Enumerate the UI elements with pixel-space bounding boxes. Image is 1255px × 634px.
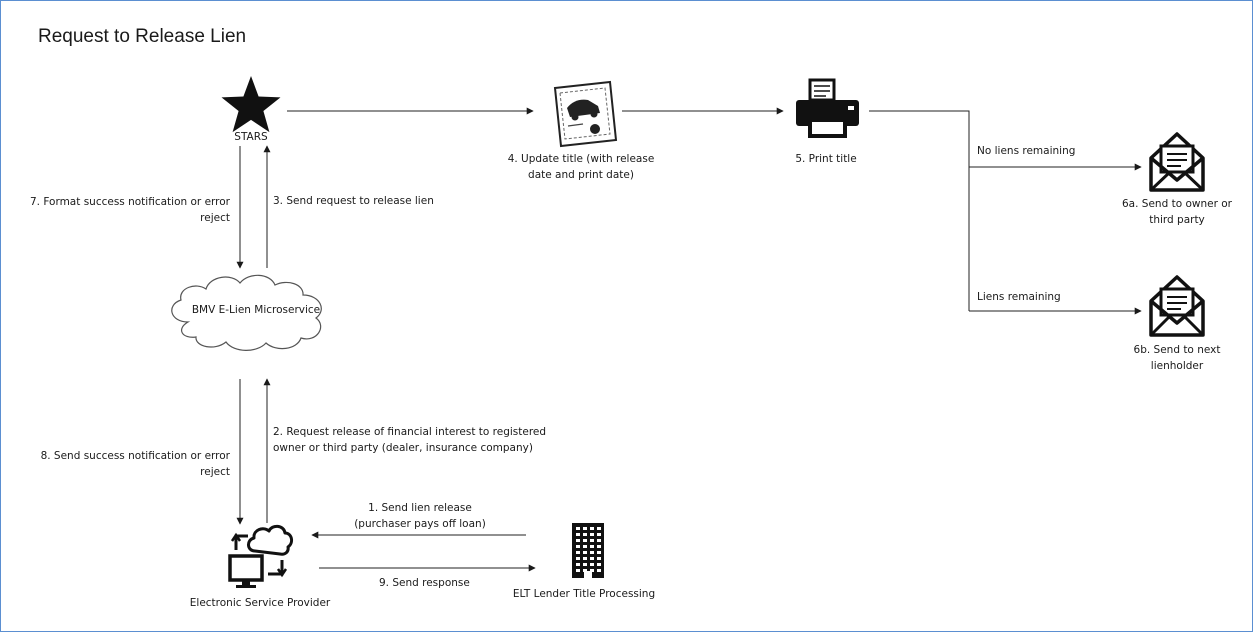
print-title-label: 5. Print title [795,153,857,165]
edge-9-label: 9. Send response [379,577,470,589]
arrow-print-branch [869,110,970,311]
printer-icon [796,78,859,138]
elt-label: ELT Lender Title Processing [512,588,656,600]
office-building-icon [572,523,604,578]
edge-7-label: 7. Format success notification or error … [30,196,230,224]
computer-cloud-sync-icon [228,524,294,588]
envelope-icon [1149,132,1205,192]
certificate-icon [553,80,618,148]
microservice-label: BMV E-Lien Microservice [191,304,321,316]
envelope-icon [1149,275,1205,337]
cloud-icon [171,274,322,351]
edge-8-label: 8. Send success notification or error re… [40,450,230,478]
no-liens-label: No liens remaining [977,145,1076,157]
edge-3-label: 3. Send request to release lien [273,195,434,207]
edge-2-label: 2. Request release of financial interest… [273,426,547,454]
liens-remaining-label: Liens remaining [977,291,1061,303]
send-owner-label: 6a. Send to owner or third party [1122,198,1232,226]
send-lienholder-label: 6b. Send to next lienholder [1133,344,1221,372]
esp-label: Electronic Service Provider [189,597,331,609]
stars-label: STARS [234,131,268,143]
update-title-label: 4. Update title (with release date and p… [507,153,655,181]
star-icon [221,76,281,133]
edge-1-label: 1. Send lien release (purchaser pays off… [354,502,486,530]
diagram-title: Request to Release Lien [38,26,247,47]
